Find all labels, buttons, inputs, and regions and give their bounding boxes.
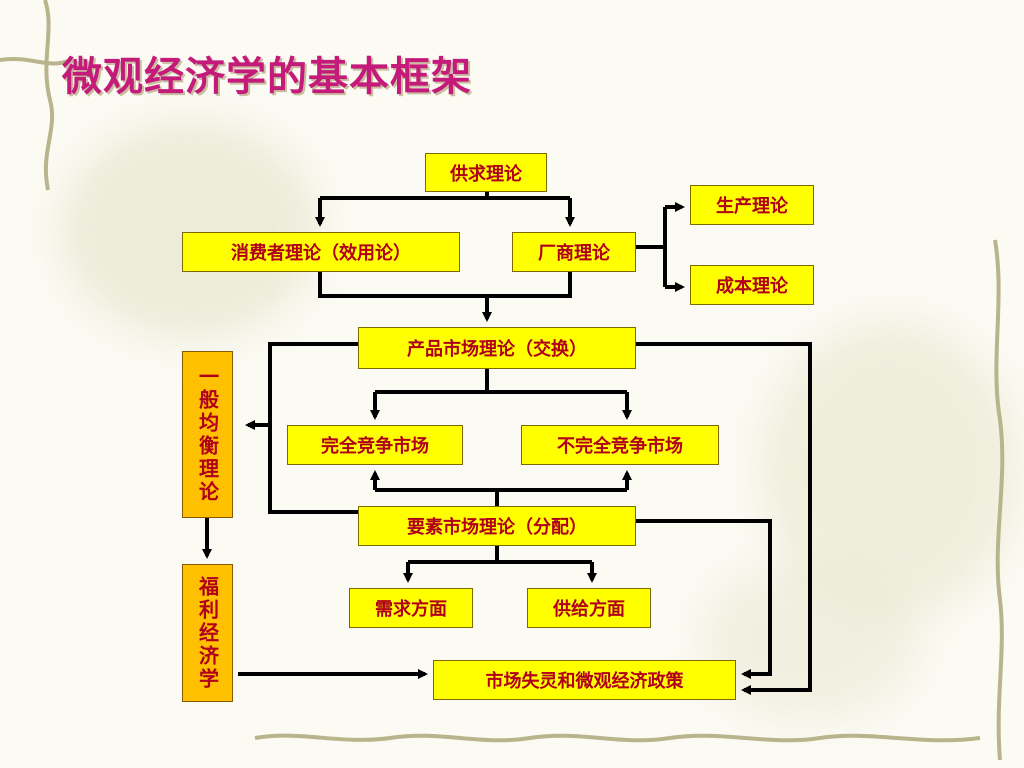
firm-theory-box: 厂商理论 [512, 232, 636, 272]
production-theory-box: 生产理论 [690, 185, 814, 225]
general-equilibrium-theory-box: 一般均衡理论 [182, 351, 233, 518]
consumer-theory-box: 消费者理论（效用论） [182, 232, 460, 272]
background-flower-left [60, 120, 320, 340]
factor-market-theory-box: 要素市场理论（分配） [358, 506, 636, 546]
market-failure-policy-box: 市场失灵和微观经济政策 [433, 660, 736, 700]
welfare-economics-box: 福利经济学 [182, 564, 233, 702]
page-title: 微观经济学的基本框架 [62, 53, 472, 100]
perfect-competition-box: 完全竞争市场 [287, 425, 463, 465]
supply-side-box: 供给方面 [527, 588, 651, 628]
product-market-theory-box: 产品市场理论（交换） [358, 327, 636, 369]
supply-demand-theory-box: 供求理论 [425, 153, 547, 192]
demand-side-box: 需求方面 [349, 588, 473, 628]
imperfect-competition-box: 不完全竞争市场 [521, 425, 719, 465]
cost-theory-box: 成本理论 [690, 265, 814, 305]
